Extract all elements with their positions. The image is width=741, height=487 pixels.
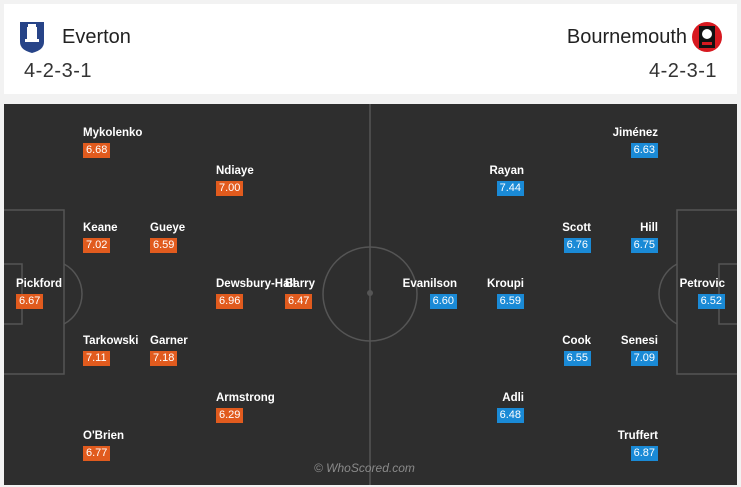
player-home[interactable]: O'Brien 6.77 [83,430,124,461]
player-away[interactable]: Rayan 7.44 [489,165,524,196]
player-away[interactable]: Cook 6.55 [562,335,591,366]
player-name: Senesi [620,335,658,347]
player-rating: 6.48 [496,408,524,423]
player-rating: 6.59 [150,238,178,253]
everton-crest-icon [20,22,44,53]
player-rating: 7.11 [83,351,110,366]
player-name: Truffert [617,430,658,442]
player-away[interactable]: Jiménez 6.63 [613,127,658,158]
player-home[interactable]: Ndiaye 7.00 [216,165,254,196]
player-away[interactable]: Adli 6.48 [496,392,524,423]
player-name: Rayan [489,165,524,177]
player-rating: 6.29 [216,408,244,423]
player-name: Cook [562,335,591,347]
away-team-name: Bournemouth [566,26,687,48]
player-rating: 6.77 [83,446,111,461]
player-away[interactable]: Truffert 6.87 [618,430,658,461]
player-rating: 7.09 [630,351,658,366]
player-away[interactable]: Evanilson 6.60 [403,278,457,309]
player-rating: 6.76 [563,238,591,253]
player-rating: 7.00 [216,181,244,196]
player-home[interactable]: Tarkowski 7.11 [83,335,138,366]
player-rating: 6.68 [83,143,111,158]
player-name: Dewsbury-Hall [216,278,296,290]
player-home[interactable]: Keane 7.02 [83,222,118,253]
pitch-markings [4,104,737,485]
player-rating: 6.96 [216,294,244,309]
player-name: Scott [562,222,591,234]
player-name: Ndiaye [216,165,254,177]
player-name: Barry [285,278,316,290]
player-name: Mykolenko [83,127,143,139]
player-name: Keane [83,222,118,234]
player-home[interactable]: Gueye 6.59 [150,222,185,253]
player-name: O'Brien [83,430,125,442]
player-away[interactable]: Hill 6.75 [630,222,658,253]
player-rating: 6.52 [697,294,725,309]
player-name: Tarkowski [83,335,139,347]
player-rating: 6.60 [429,294,457,309]
player-away[interactable]: Senesi 7.09 [621,335,658,366]
player-name: Jiménez [612,127,658,139]
player-rating: 7.44 [496,181,524,196]
player-away[interactable]: Petrovic 6.52 [680,278,725,309]
home-formation: 4-2-3-1 [24,60,92,82]
player-rating: 6.63 [630,143,658,158]
player-home[interactable]: Armstrong 6.29 [216,392,275,423]
player-rating: 6.47 [285,294,313,309]
player-rating: 6.67 [16,294,44,309]
player-away[interactable]: Scott 6.76 [562,222,591,253]
player-rating: 6.87 [630,446,658,461]
player-home[interactable]: Dewsbury-Hall 6.96 [216,278,296,309]
player-rating: 6.59 [496,294,524,309]
match-header: Everton 4-2-3-1 Bournemouth 4-2-3-1 [4,4,737,94]
player-name: Garner [150,335,188,347]
bournemouth-crest-icon [692,22,722,52]
watermark: © WhoScored.com [314,461,415,475]
player-home[interactable]: Pickford 6.67 [16,278,62,309]
player-rating: 6.55 [563,351,591,366]
player-name: Evanilson [402,278,457,290]
player-home[interactable]: Garner 7.18 [150,335,188,366]
player-rating: 6.75 [630,238,658,253]
away-formation: 4-2-3-1 [649,60,717,82]
player-home[interactable]: Barry 6.47 [285,278,315,309]
player-name: Armstrong [216,392,275,404]
player-away[interactable]: Kroupi 6.59 [487,278,524,309]
player-name: Adli [502,392,524,404]
player-rating: 7.02 [83,238,111,253]
player-home[interactable]: Mykolenko 6.68 [83,127,142,158]
player-name: Kroupi [486,278,524,290]
player-name: Gueye [150,222,186,234]
home-team-name: Everton [62,26,131,48]
player-name: Hill [640,222,658,234]
player-rating: 7.18 [150,351,178,366]
player-name: Pickford [16,278,63,290]
pitch: Mykolenko 6.68 Ndiaye 7.00 Keane 7.02 Gueye… [4,104,737,485]
player-name: Petrovic [679,278,725,290]
